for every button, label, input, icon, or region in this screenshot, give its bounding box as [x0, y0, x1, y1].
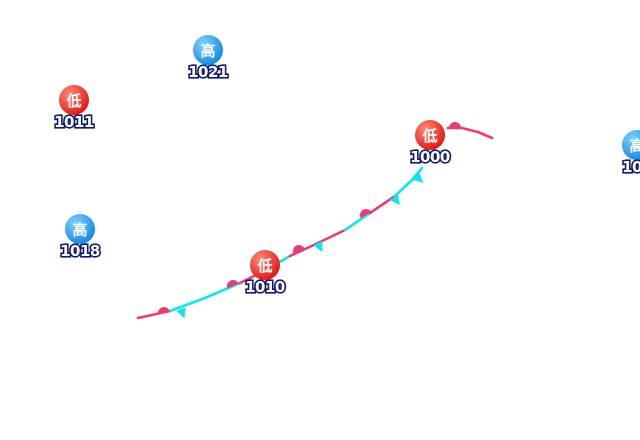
cold-front-segment	[168, 296, 207, 313]
cold-front-segment	[393, 178, 414, 198]
pressure-value: 1018	[60, 242, 100, 260]
high-pressure-icon	[65, 214, 95, 244]
low-pressure-marker-1010[interactable]: 低 1010	[244, 250, 287, 298]
warm-front-segment	[476, 130, 494, 140]
pressure-value: 102	[622, 158, 640, 176]
high-pressure-symbol: 高	[72, 221, 87, 239]
high-pressure-icon	[622, 130, 640, 160]
pressure-systems: 高 1021 低 1011 低 1000 高 1018 低 1010 高 102	[53, 35, 640, 298]
low-pressure-symbol: 低	[65, 92, 81, 110]
cold-front-triangle	[389, 194, 400, 206]
warm-front-segment	[288, 241, 320, 258]
cold-front-segment	[343, 211, 372, 232]
low-pressure-marker-1000[interactable]: 低 1000	[409, 120, 452, 168]
cold-front-triangle	[313, 240, 323, 253]
high-pressure-symbol: 高	[200, 42, 215, 60]
pressure-value: 1021	[188, 63, 228, 81]
warm-front-segment	[316, 228, 347, 245]
high-pressure-marker-partial[interactable]: 高 102	[620, 130, 640, 178]
low-pressure-symbol: 低	[256, 257, 272, 275]
warm-front-semicircle	[158, 307, 170, 315]
warm-front-segment	[460, 126, 480, 134]
pressure-value: 1010	[245, 278, 285, 296]
high-pressure-marker-1021[interactable]: 高 1021	[187, 35, 230, 83]
stationary-front	[136, 122, 494, 320]
high-pressure-marker-1018[interactable]: 高 1018	[59, 214, 102, 262]
pressure-value: 1011	[54, 113, 94, 131]
high-pressure-symbol: 高	[629, 137, 640, 155]
low-pressure-symbol: 低	[421, 127, 437, 145]
low-pressure-marker-1011[interactable]: 低 1011	[53, 85, 96, 133]
low-pressure-icon	[250, 250, 280, 280]
cold-front-segment	[410, 166, 424, 182]
warm-front-semicircle	[449, 122, 461, 128]
warm-front-semicircle	[293, 245, 305, 254]
front-symbols	[158, 122, 461, 319]
warm-front-segment	[368, 194, 397, 215]
cold-front-triangle	[176, 307, 186, 319]
cold-front-triangle	[412, 172, 424, 184]
low-pressure-icon	[59, 85, 89, 115]
high-pressure-icon	[193, 35, 223, 65]
pressure-value: 1000	[410, 148, 450, 166]
low-pressure-icon	[415, 120, 445, 150]
warm-front-semicircle	[227, 280, 239, 289]
warm-front-semicircle	[360, 209, 372, 219]
